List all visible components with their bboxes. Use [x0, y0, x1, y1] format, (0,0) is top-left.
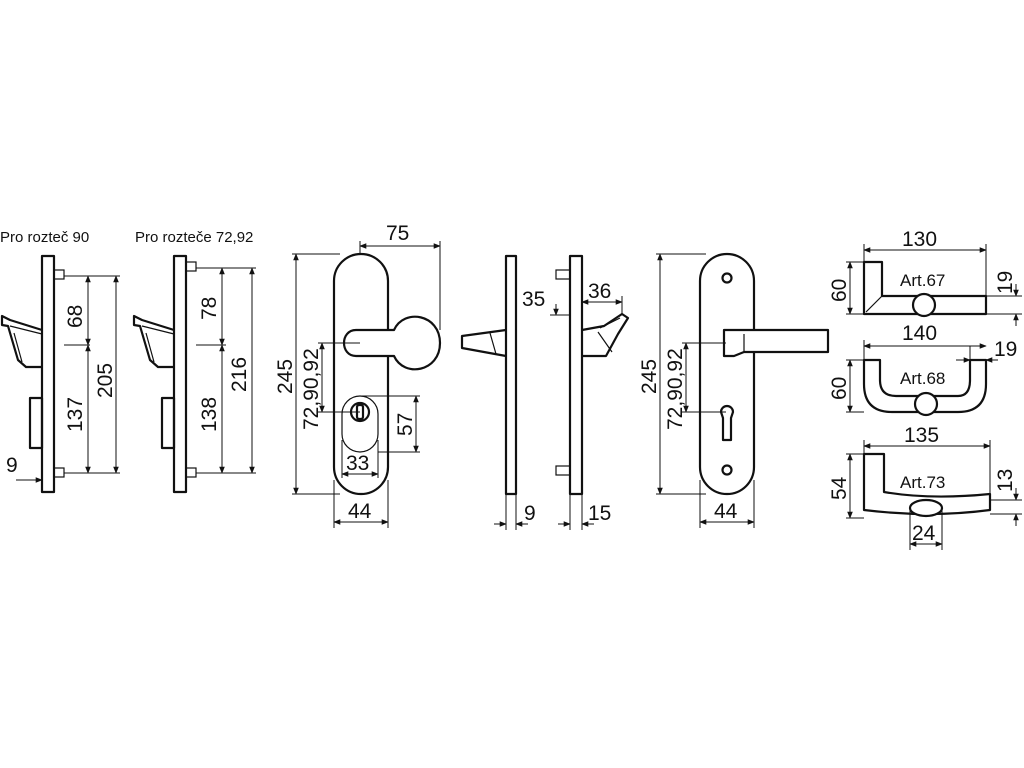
dim-78: 78 [198, 297, 221, 320]
keyhole [719, 404, 735, 442]
side-view-lever-plate: 35 36 15 [522, 254, 630, 530]
knob-plate-body [332, 252, 390, 496]
art73-lever-top-view: Art.73 135 54 13 24 [828, 424, 1022, 550]
backplate-90-screw-bottom [53, 467, 65, 478]
art67-label: Art.67 [900, 271, 945, 290]
dim-15: 15 [588, 502, 611, 525]
dim-138: 138 [198, 397, 221, 432]
side-knob-stem [460, 328, 507, 358]
dim-245-knob: 245 [274, 359, 297, 394]
art73-dim-13: 13 [994, 469, 1017, 492]
side-lever-plate-body [568, 254, 584, 496]
backplate-72-knob [132, 314, 175, 369]
dim-205: 205 [94, 363, 117, 398]
art68-dim-140: 140 [902, 322, 937, 345]
backplate-72-body [172, 254, 188, 494]
art68-rose [913, 391, 939, 417]
art73-lever-shape [862, 452, 992, 516]
art68-label: Art.68 [900, 369, 945, 388]
backplate-90-lock-block [28, 396, 44, 450]
dim-9-side: 9 [524, 502, 536, 525]
dim-68: 68 [64, 305, 87, 328]
dim-44-lever: 44 [714, 500, 738, 523]
backplate-72-lock-block [160, 396, 176, 450]
backplate-72-side-view: 78 138 216 [132, 254, 256, 494]
dim-9-plate: 9 [6, 454, 18, 477]
backplate-72-screw-top [185, 261, 197, 272]
side-view-knob-plate: 9 [460, 254, 536, 530]
lever-plate-front-view: 245 72,90,92 44 [638, 252, 830, 528]
art68-dim-60: 60 [828, 377, 851, 400]
art73-label: Art.73 [900, 473, 945, 492]
dim-35: 35 [522, 288, 545, 311]
dim-216: 216 [228, 357, 251, 392]
side-lever-screw-bottom [555, 465, 571, 476]
lever-plate-body [698, 252, 756, 496]
side-knob-plate-body [504, 254, 518, 496]
side-lever-screw-top [555, 269, 571, 280]
art73-dim-54: 54 [828, 476, 851, 500]
art73-dim-24: 24 [912, 522, 936, 545]
backplate-90-side-view: 68 137 205 9 [0, 254, 120, 494]
dim-75: 75 [386, 222, 409, 245]
art68-dim-19: 19 [994, 338, 1017, 361]
backplate-90-body [40, 254, 56, 494]
backplate-72-screw-bottom [185, 467, 197, 478]
caption-spacing-72-92: Pro rozteče 72,92 [135, 229, 253, 246]
art73-rose [908, 498, 944, 518]
dim-44-knob: 44 [348, 500, 372, 523]
backplate-90-knob [0, 314, 43, 369]
caption-spacing-90: Pro rozteč 90 [0, 229, 89, 246]
dim-36: 36 [588, 280, 611, 303]
art67-lever-top-view: Art.67 130 60 19 [828, 228, 1022, 326]
art67-rose [911, 292, 937, 318]
dim-57: 57 [394, 413, 417, 436]
lever-handle [722, 328, 830, 358]
dim-137: 137 [64, 397, 87, 432]
art67-dim-130: 130 [902, 228, 937, 251]
knob-plate-front-view: 75 245 72,90,92 57 33 44 [274, 222, 442, 528]
art67-dim-19: 19 [994, 271, 1017, 294]
dim-33: 33 [346, 452, 369, 475]
backplate-90-screw-top [53, 269, 65, 280]
dim-spacing-knob: 72,90,92 [300, 348, 323, 430]
dim-spacing-lever: 72,90,92 [664, 348, 687, 430]
side-lever-stem [581, 312, 630, 358]
art73-dim-135: 135 [904, 424, 939, 447]
art68-lever-top-view: Art.68 140 19 60 [828, 322, 1017, 417]
dim-245-lever: 245 [638, 359, 661, 394]
lever-plate-screw-bottom [721, 464, 733, 476]
art67-dim-60: 60 [828, 279, 851, 302]
knob-shape [342, 315, 442, 371]
lever-plate-screw-top [721, 272, 733, 284]
